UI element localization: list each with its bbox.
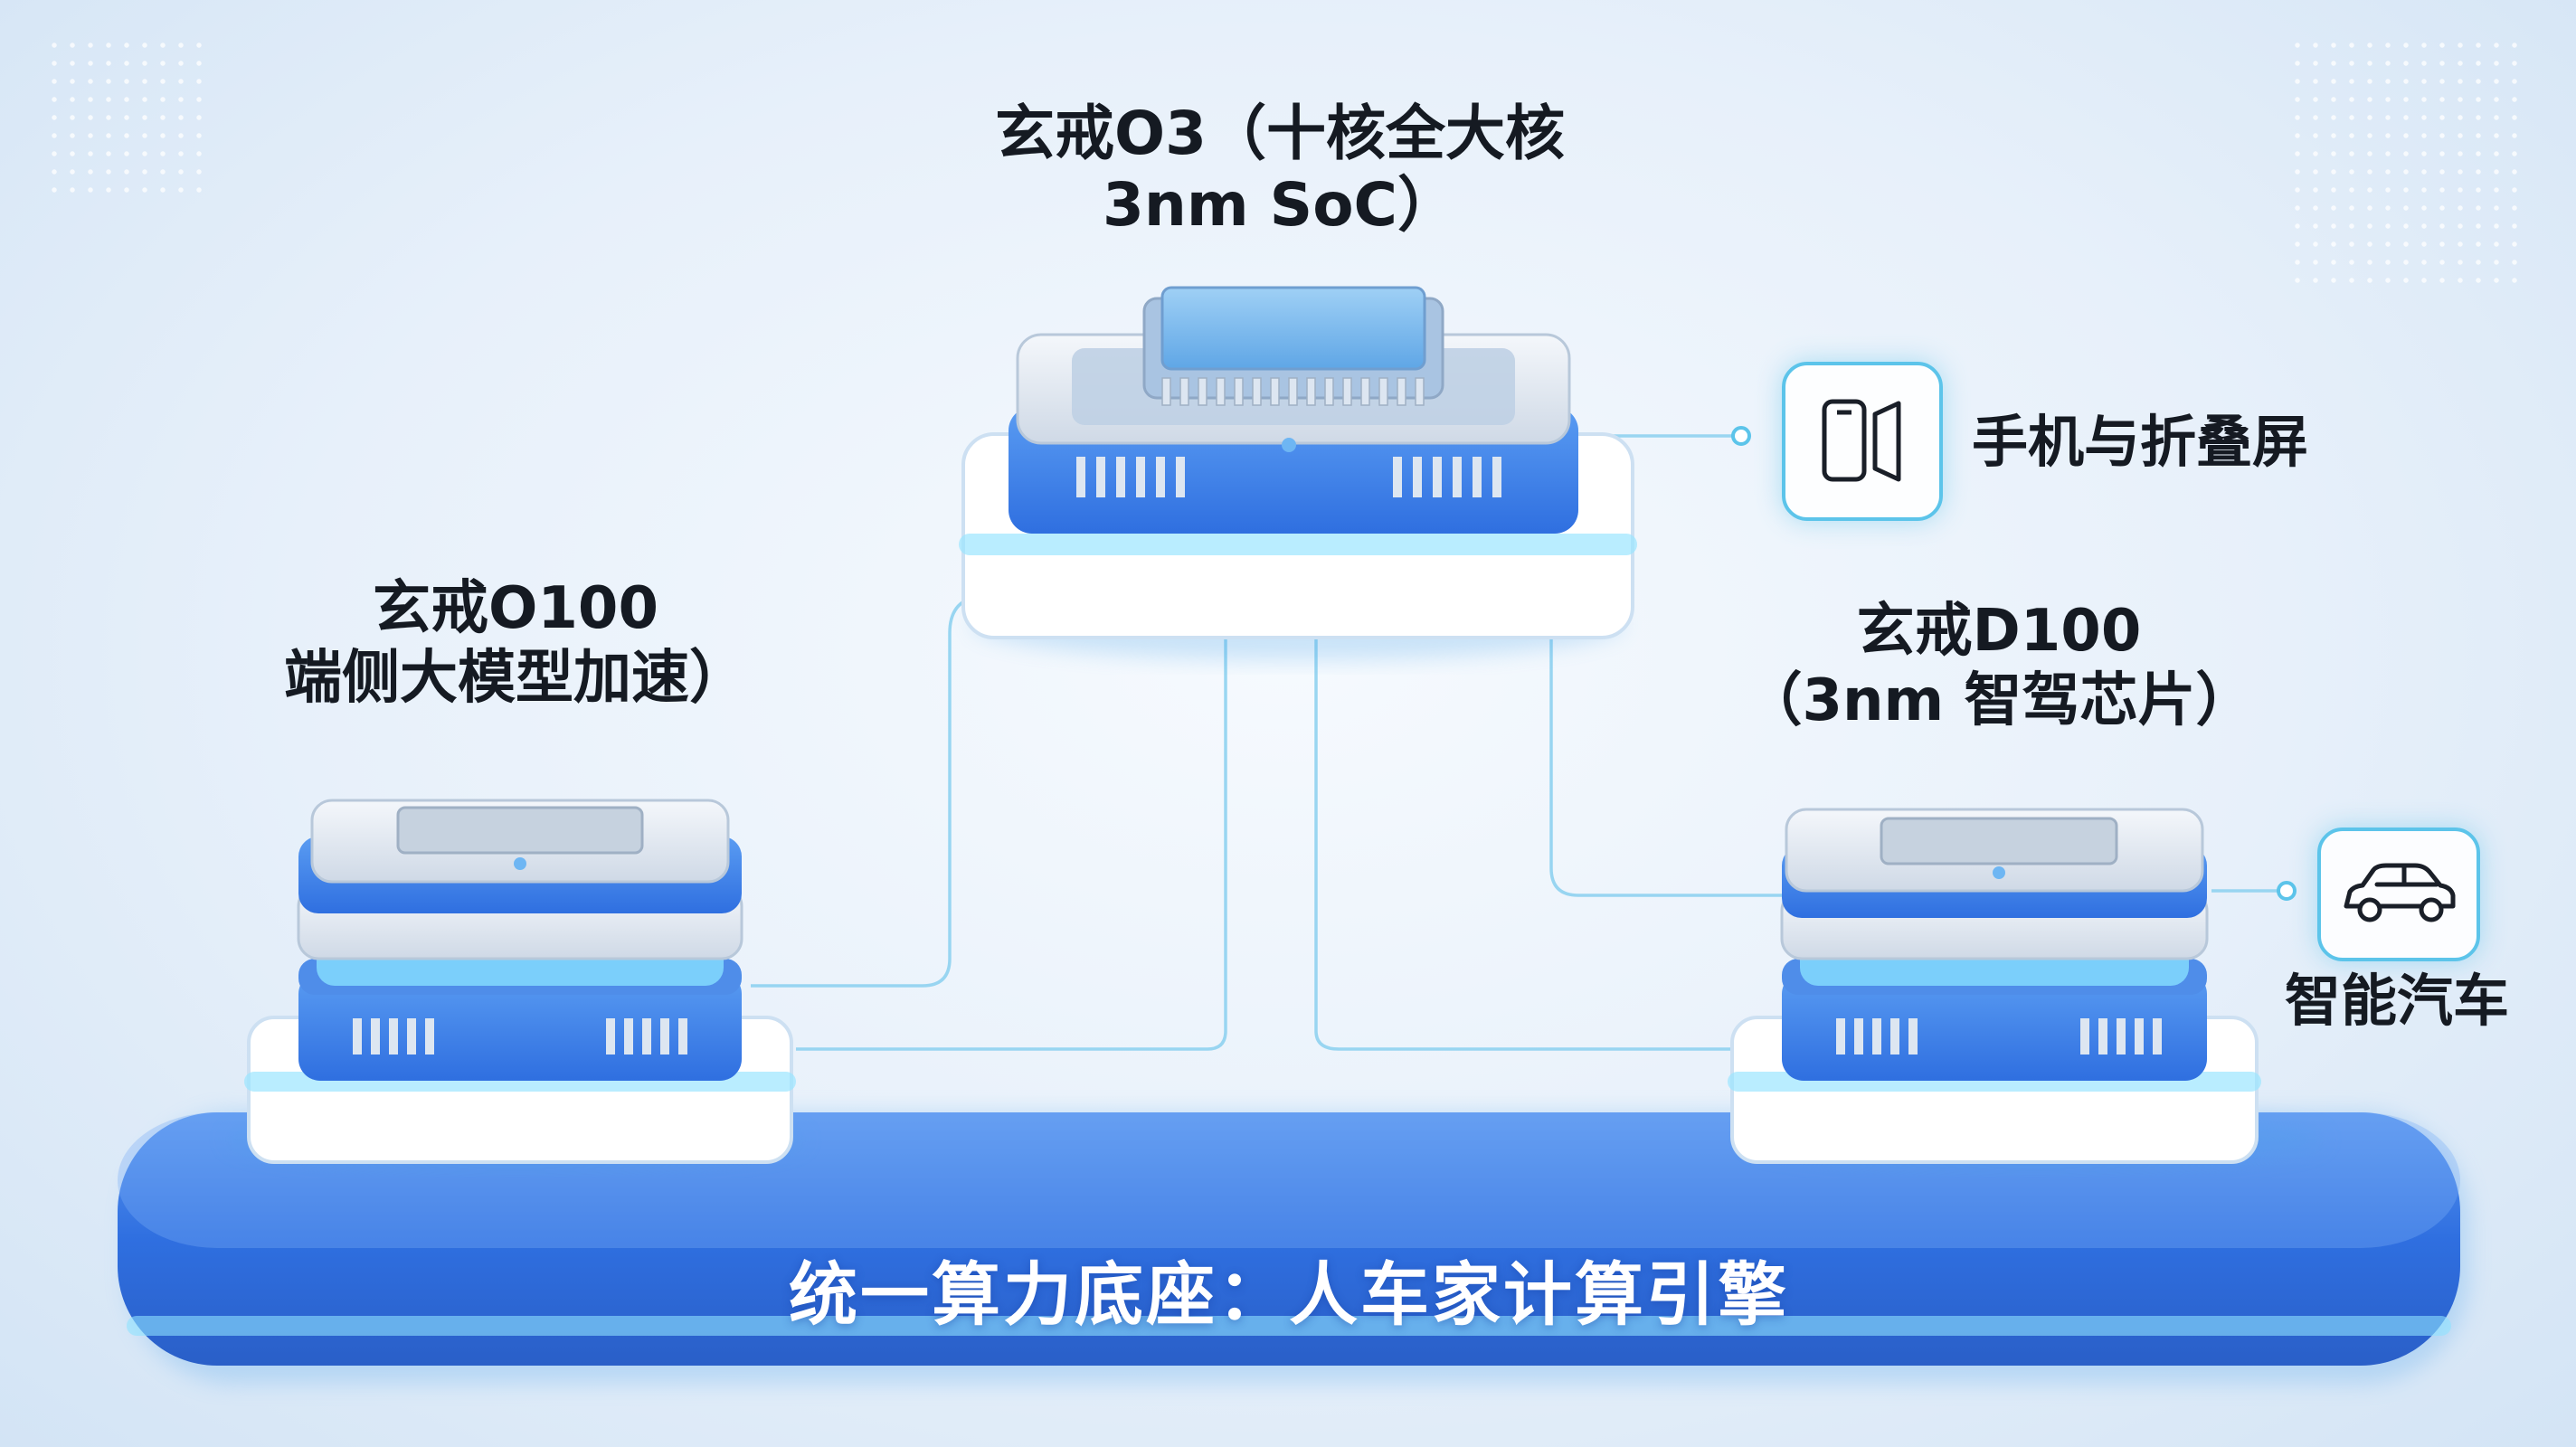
chip-o3-detail: 3nm SoC） xyxy=(1103,170,1457,241)
chip-label-o3: 玄戒O3（十核全大核 3nm SoC） xyxy=(936,98,1624,241)
chip-label-d100: 玄戒D100 （3nm 智驾芯片） xyxy=(1719,597,2279,736)
chip-o100-name: 玄戒O100 xyxy=(373,575,658,642)
chip-d100-detail: （3nm 智驾芯片） xyxy=(1744,667,2254,734)
chip-o100-stack xyxy=(226,799,805,1167)
connector-dot-phone xyxy=(1731,426,1751,446)
connector-o3-to-base-b xyxy=(1314,633,1746,1051)
chip-o100-detail: 端侧大模型加速） xyxy=(284,644,747,712)
car-icon xyxy=(2317,828,2480,961)
connector-dot-car xyxy=(2277,881,2297,901)
connector-o3-to-d100 xyxy=(1549,588,1791,897)
chip-label-o100: 玄戒O100 端侧大模型加速） xyxy=(244,574,787,714)
dot-pattern-left xyxy=(45,36,208,199)
connector-o3-to-o100 xyxy=(751,577,1050,988)
chip-o3 xyxy=(959,286,1637,660)
chip-o3-name: 玄戒O3（十核全大核 xyxy=(994,99,1566,168)
connector-o3-to-base-a xyxy=(796,633,1227,1051)
app-label-car: 智能汽车 xyxy=(2284,968,2509,1034)
dot-pattern-right xyxy=(2288,36,2524,289)
phone-foldable-icon xyxy=(1782,362,1943,521)
app-label-phone: 手机与折叠屏 xyxy=(1972,409,2309,475)
base-platform-title: 统一算力底座：人车家计算引擎 xyxy=(789,1254,1789,1335)
chip-d100-name: 玄戒D100 xyxy=(1856,598,2142,665)
chip-d100-stack xyxy=(1728,808,2325,1167)
